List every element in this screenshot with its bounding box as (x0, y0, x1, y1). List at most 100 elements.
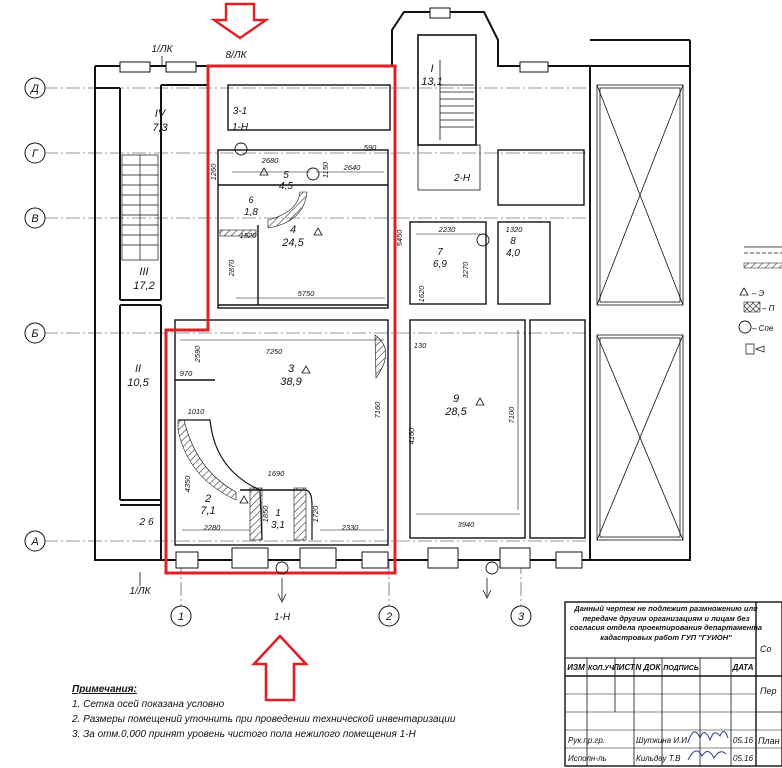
svg-text:2230: 2230 (438, 225, 457, 234)
axis-row-v: В (24, 207, 46, 229)
svg-text:3: 3 (288, 363, 295, 375)
room-5: 54,5 (279, 170, 293, 192)
svg-text:590: 590 (364, 143, 377, 152)
svg-text:4160: 4160 (407, 427, 416, 445)
svg-text:3940: 3940 (458, 520, 476, 529)
axis-col-1: 1 (170, 605, 192, 627)
name-2: Кильдау Т.В (636, 754, 681, 763)
svg-text:7160: 7160 (373, 401, 382, 419)
right-crossed-zones (596, 84, 684, 541)
room-8: 84,0 (506, 236, 520, 259)
svg-text:3,1: 3,1 (271, 520, 285, 531)
svg-text:1320: 1320 (506, 225, 524, 234)
svg-text:2: 2 (204, 493, 211, 505)
svg-text:ДАТА: ДАТА (731, 663, 753, 672)
room-7: 76,9 (433, 247, 447, 270)
note-item-1: 1. Сетка осей показана условно (72, 699, 225, 710)
svg-text:1: 1 (275, 508, 281, 519)
svg-text:5: 5 (283, 170, 289, 181)
right-premises-walls (409, 149, 586, 539)
svg-text:ПОДПИСЬ: ПОДПИСЬ (663, 665, 699, 672)
legend-item-1: – Э (751, 289, 765, 298)
svg-text:2680: 2680 (261, 156, 280, 165)
svg-text:5450: 5450 (395, 229, 404, 247)
room-2: 27,1 (200, 493, 215, 517)
section-left-bottom-label: 1/ЛК (129, 586, 151, 597)
svg-text:8: 8 (510, 236, 516, 247)
axis-col-2: 2 (378, 605, 400, 627)
svg-text:4,0: 4,0 (506, 248, 520, 259)
note-item-2: 2. Размеры помещений уточнить при провед… (72, 714, 456, 725)
facade-windows (119, 7, 583, 569)
neighbor-iv: IV7,3 (152, 108, 168, 134)
mark-2n: 2-Н (453, 173, 471, 184)
svg-text:7: 7 (437, 247, 443, 258)
dimension-labels: 2680 590 1150 2640 1260 1520 5450 2870 5… (180, 143, 523, 532)
svg-text:130: 130 (414, 341, 427, 350)
svg-text:6: 6 (148, 517, 154, 528)
svg-text:1520: 1520 (240, 231, 258, 240)
axis-grid (44, 87, 590, 608)
warning-triangle-icons (239, 167, 749, 504)
stair-i (417, 34, 481, 191)
svg-text:1: 1 (178, 611, 184, 623)
svg-text:Г: Г (32, 148, 39, 160)
svg-text:24,5: 24,5 (281, 237, 304, 249)
date-1: 05.16 (733, 736, 754, 745)
signature-drawing (687, 731, 729, 761)
svg-text:2330: 2330 (341, 523, 360, 532)
svg-text:III: III (139, 266, 148, 278)
axis-row-g: Г (24, 142, 46, 164)
role-1: Рук.пр.гр. (568, 736, 605, 745)
legend: – Э – П – Спе (743, 246, 782, 355)
svg-text:1,8: 1,8 (244, 207, 258, 218)
svg-text:1720: 1720 (311, 505, 320, 523)
svg-text:2870: 2870 (227, 259, 236, 278)
svg-text:10,5: 10,5 (127, 377, 149, 389)
section-top-label: 8/ЛК (225, 50, 247, 61)
dimension-lines (180, 171, 520, 535)
title-block-stamp: Данный чертеж не подлежит размножению ил… (569, 604, 763, 642)
svg-text:2640: 2640 (343, 163, 362, 172)
legend-item-2: – П (761, 304, 775, 313)
notes-heading: Примечания: (72, 684, 137, 695)
right-cell-3: План (758, 736, 780, 746)
highlight-outline (164, 64, 397, 575)
svg-text:2590: 2590 (193, 345, 202, 364)
svg-text:Д: Д (29, 83, 39, 95)
room-1: 13,1 (271, 508, 285, 531)
svg-text:4350: 4350 (183, 475, 192, 493)
section-left-top-label: 1/ЛК (151, 44, 173, 55)
svg-text:6,9: 6,9 (433, 259, 447, 270)
neighbor-ii: II 10,5 (127, 363, 149, 389)
svg-text:I: I (430, 63, 433, 75)
svg-text:7,1: 7,1 (200, 505, 215, 517)
circle-marker-icons (234, 142, 752, 575)
mark-3-1: 3-1 (233, 106, 247, 117)
svg-text:17,2: 17,2 (133, 280, 154, 292)
axis-row-a: А (24, 530, 46, 552)
svg-text:1620: 1620 (417, 285, 426, 303)
title-block (564, 601, 782, 767)
title-block-text: ИЗМ КОЛ.УЧ ЛИСТ N ДОК ПОДПИСЬ ДАТА Рук.п… (567, 644, 779, 763)
svg-text:ИЗМ: ИЗМ (567, 663, 585, 672)
svg-text:Б: Б (31, 328, 38, 340)
right-cell-1: Со (760, 644, 772, 654)
red-arrow-top (210, 2, 270, 40)
neighbor-iii: III 17,2 (133, 266, 154, 292)
axis-row-d: Д (24, 77, 46, 99)
axis-col-3: 3 (510, 605, 532, 627)
mark-1n: 1-Н (232, 122, 249, 133)
svg-text:1850: 1850 (261, 505, 270, 523)
svg-text:3: 3 (518, 611, 525, 623)
svg-text:II: II (135, 363, 141, 375)
svg-text:9: 9 (453, 393, 459, 405)
legend-item-3: – Спе (751, 324, 774, 333)
svg-text:4: 4 (290, 224, 296, 236)
svg-text:ЛИСТ: ЛИСТ (612, 663, 636, 672)
svg-text:7250: 7250 (266, 347, 284, 356)
svg-text:А: А (30, 536, 38, 548)
